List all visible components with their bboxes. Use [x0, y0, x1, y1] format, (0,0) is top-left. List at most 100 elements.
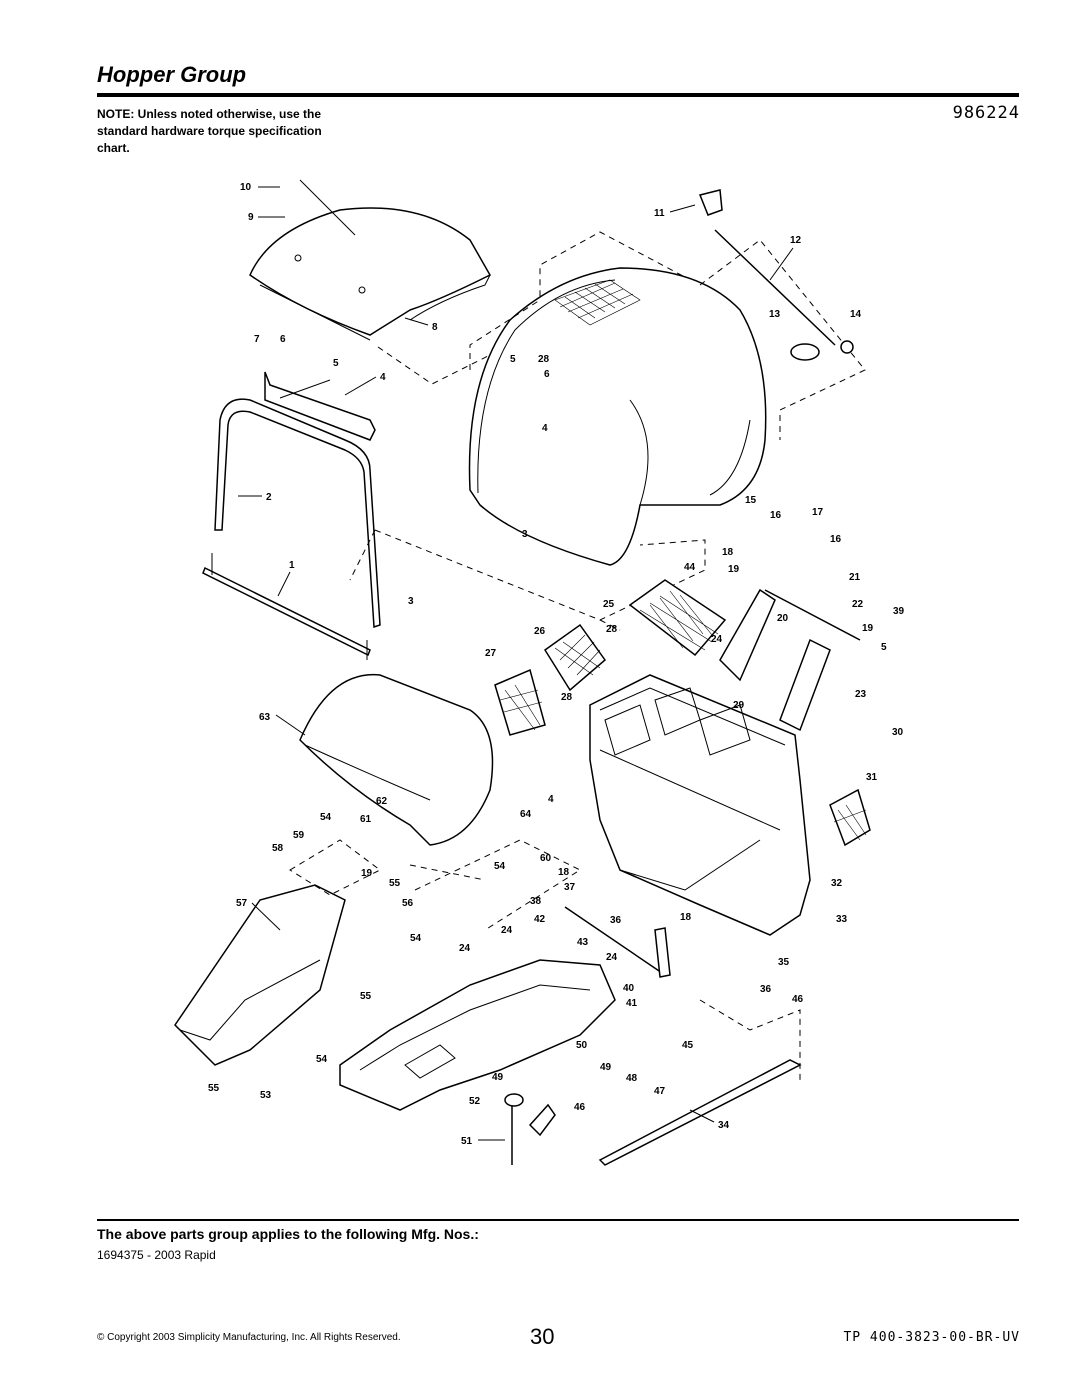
- callout-label: 4: [380, 372, 386, 383]
- hopper-body: [468, 267, 767, 566]
- callout-label: 64: [520, 809, 532, 820]
- callout-label: 25: [603, 599, 615, 610]
- callout-label: 38: [530, 896, 542, 907]
- callout-label: 47: [654, 1086, 666, 1097]
- callout-label: 61: [360, 814, 372, 825]
- callout-labels: 10 9 8 7 6 5 4 2 1 3 11 12 13 14 5 28 6 …: [208, 182, 905, 1147]
- callout-label: 42: [534, 914, 546, 925]
- callout-label: 40: [623, 983, 635, 994]
- callout-label: 48: [626, 1073, 638, 1084]
- callout-label: 50: [576, 1040, 588, 1051]
- callout-label: 29: [733, 700, 745, 711]
- callout-label: 54: [494, 861, 506, 872]
- callout-label: 4: [542, 423, 548, 434]
- callout-label: 52: [469, 1096, 481, 1107]
- callout-label: 31: [866, 772, 878, 783]
- callout-label: 58: [272, 843, 284, 854]
- callout-label: 14: [850, 309, 862, 320]
- callout-label: 36: [760, 984, 772, 995]
- callout-label: 12: [790, 235, 802, 246]
- callout-label: 63: [259, 712, 271, 723]
- callout-label: 33: [836, 914, 848, 925]
- callout-label: 62: [376, 796, 388, 807]
- callout-label: 5: [881, 642, 887, 653]
- callout-label: 21: [849, 572, 861, 583]
- callout-label: 13: [769, 309, 781, 320]
- callout-label: 44: [684, 562, 696, 573]
- document-id: TP 400-3823-00-BR-UV: [843, 1330, 1020, 1345]
- cross-bar: [202, 566, 371, 657]
- callout-label: 18: [558, 867, 570, 878]
- mesh-panels: [494, 579, 871, 847]
- callout-label: 49: [492, 1072, 504, 1083]
- callout-label: 17: [812, 507, 824, 518]
- hopper-lid: [249, 179, 492, 341]
- mfg-number-entry: 1694375 - 2003 Rapid: [97, 1248, 216, 1262]
- callout-label: 26: [534, 626, 546, 637]
- callout-label: 20: [777, 613, 789, 624]
- callout-label: 18: [722, 547, 734, 558]
- callout-label: 37: [564, 882, 576, 893]
- callout-label: 55: [389, 878, 401, 889]
- callout-label: 23: [855, 689, 867, 700]
- callout-label: 5: [510, 354, 516, 365]
- callout-label: 54: [316, 1054, 328, 1065]
- callout-label: 18: [680, 912, 692, 923]
- callout-label: 15: [745, 495, 757, 506]
- bracket-right: [779, 638, 831, 732]
- callout-label: 3: [522, 529, 528, 540]
- callout-label: 24: [501, 925, 513, 936]
- callout-label: 11: [654, 208, 665, 219]
- footer-rule: [97, 1219, 1019, 1221]
- rear-fender: [299, 673, 494, 846]
- page-title: Hopper Group: [97, 62, 247, 87]
- callout-label: 36: [610, 915, 622, 926]
- callout-label: 57: [236, 898, 248, 909]
- callout-label: 1: [289, 560, 295, 571]
- callout-label: 60: [540, 853, 552, 864]
- callout-label: 28: [561, 692, 573, 703]
- callout-label: 2: [266, 492, 272, 503]
- page-number: 30: [530, 1324, 555, 1349]
- callout-label: 56: [402, 898, 414, 909]
- copyright-notice: © Copyright 2003 Simplicity Manufacturin…: [97, 1332, 401, 1343]
- callout-label: 27: [485, 648, 497, 659]
- callout-label: 24: [606, 952, 618, 963]
- callout-label: 4: [548, 794, 554, 805]
- callout-label: 16: [770, 510, 782, 521]
- callout-label: 24: [711, 634, 723, 645]
- lid-frame: [214, 371, 381, 629]
- callout-label: 53: [260, 1090, 272, 1101]
- callout-label: 7: [254, 334, 260, 345]
- callout-label: 9: [248, 212, 254, 223]
- callout-label: 43: [577, 937, 589, 948]
- callout-label: 3: [408, 596, 414, 607]
- exploded-parts-diagram: 10 9 8 7 6 5 4 2 1 3 11 12 13 14 5 28 6 …: [174, 179, 905, 1166]
- callout-label: 55: [208, 1083, 220, 1094]
- leader-lines: [238, 186, 794, 1141]
- part-number: 986224: [952, 103, 1020, 123]
- callout-label: 28: [538, 354, 550, 365]
- callout-label: 6: [544, 369, 550, 380]
- callout-label: 45: [682, 1040, 694, 1051]
- applies-heading: The above parts group applies to the fol…: [97, 1226, 479, 1242]
- callout-label: 41: [626, 998, 638, 1009]
- support-rod: [698, 189, 854, 361]
- callout-label: 54: [320, 812, 332, 823]
- bracket-left: [719, 588, 776, 682]
- callout-label: 16: [830, 534, 842, 545]
- callout-label: 19: [862, 623, 874, 634]
- callout-label: 46: [574, 1102, 586, 1113]
- callout-label: 35: [778, 957, 790, 968]
- callout-label: 51: [461, 1136, 473, 1147]
- main-frame: [589, 674, 811, 936]
- callout-label: 6: [280, 334, 286, 345]
- callout-label: 59: [293, 830, 305, 841]
- callout-label: 32: [831, 878, 843, 889]
- side-fender: [174, 884, 346, 1066]
- callout-label: 34: [718, 1120, 730, 1131]
- callout-label: 55: [360, 991, 372, 1002]
- callout-label: 19: [361, 868, 373, 879]
- callout-label: 24: [459, 943, 471, 954]
- callout-label: 39: [893, 606, 905, 617]
